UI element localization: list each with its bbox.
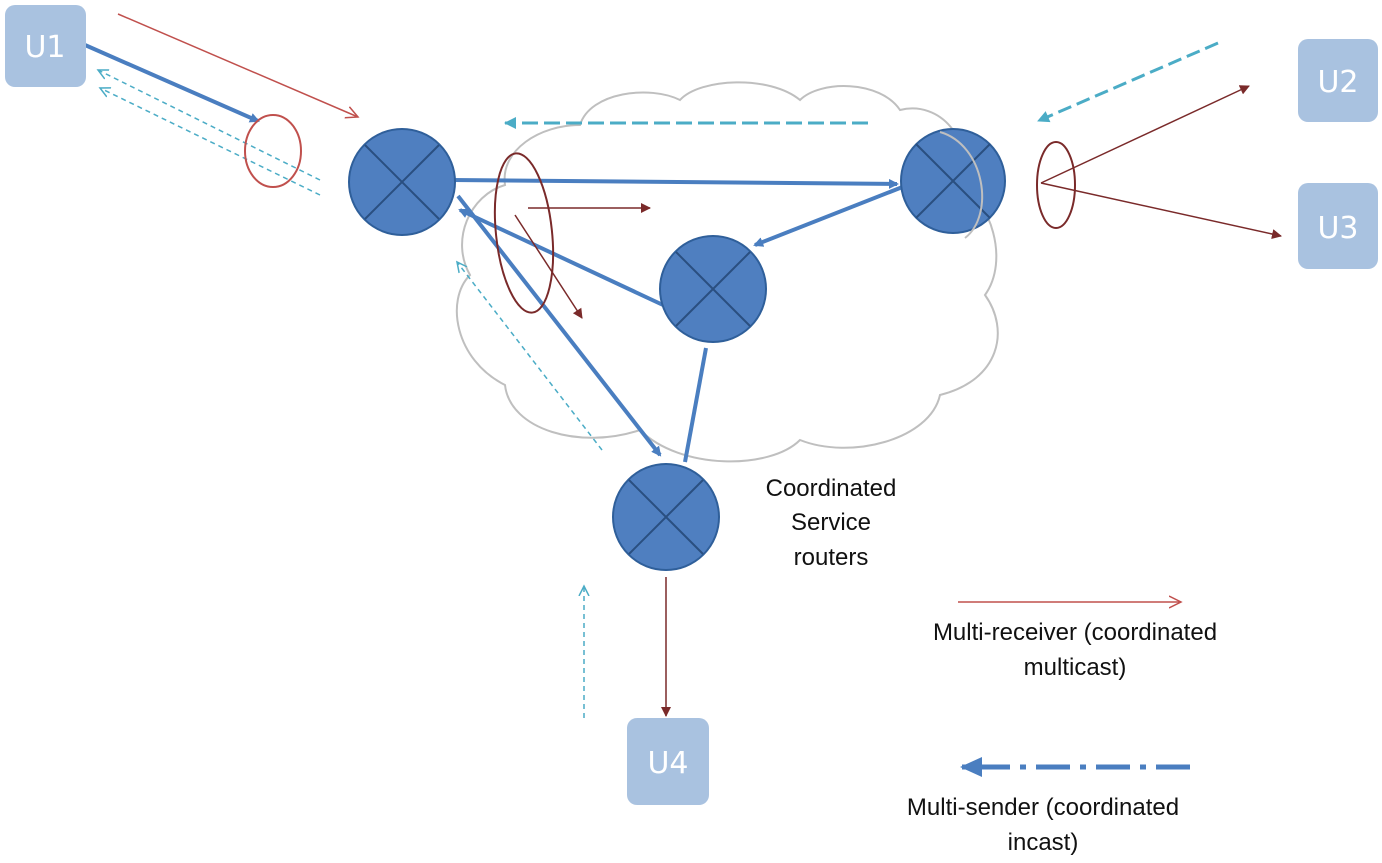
link-r1-r4 (456, 194, 662, 457)
router-r3 (659, 235, 767, 343)
router-r2 (900, 128, 1006, 239)
user-u1-label: U1 (24, 30, 65, 65)
legend-incast-line1: Multi-sender (coordinated (907, 794, 1179, 821)
legend: Multi-receiver (coordinated multicast) M… (907, 602, 1217, 856)
router-caption: Coordinated Service routers (766, 475, 897, 571)
coordination-ellipse-inner (493, 152, 555, 314)
router-cross-icon (628, 479, 704, 555)
coordination-ellipse-right (1036, 141, 1076, 229)
incast-arrows-u1 (98, 70, 321, 196)
link-r1-r2 (451, 178, 899, 189)
incast-arrow-cloud-left (457, 262, 603, 451)
user-u3: U3 (1298, 183, 1378, 269)
user-u2: U2 (1298, 39, 1378, 122)
router-caption-line1: Coordinated (766, 475, 897, 502)
router-cross-icon (915, 143, 991, 219)
legend-multicast-line1: Multi-receiver (coordinated (933, 619, 1217, 646)
coordination-ellipse-u1 (244, 114, 302, 188)
router-caption-line2: Service (791, 509, 871, 536)
router-cross-icon (364, 144, 440, 220)
user-u1: U1 (5, 5, 86, 87)
incast-arrow-top-right (1037, 41, 1219, 123)
link-u1-ingress (84, 43, 260, 123)
multicast-arrow-u1 (117, 13, 358, 117)
user-u4: U4 (627, 718, 709, 805)
user-u4-label: U4 (647, 746, 688, 781)
user-u2-label: U2 (1317, 65, 1358, 100)
router-r1 (348, 128, 456, 236)
multicast-arrows-right (1040, 85, 1282, 239)
router-caption-line3: routers (794, 544, 869, 571)
core-links (451, 178, 906, 463)
link-r2-r3 (753, 184, 906, 247)
router-r4 (612, 463, 720, 571)
legend-multicast-line2: multicast) (1024, 654, 1127, 681)
link-r3-r4 (683, 347, 708, 463)
router-cross-icon (675, 251, 751, 327)
link-r3-r1 (458, 208, 664, 307)
legend-incast-line2: incast) (1008, 829, 1079, 856)
user-u3-label: U3 (1317, 211, 1358, 246)
